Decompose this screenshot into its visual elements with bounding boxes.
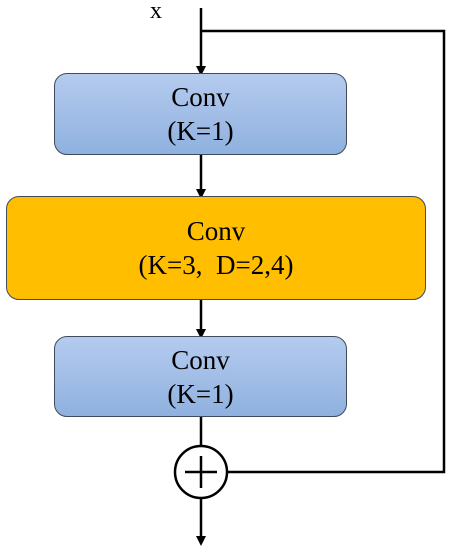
conv-block-title: Conv [171,82,230,112]
conv-block-title: Conv [186,216,246,246]
input-label-x: x [150,0,162,24]
conv-block-params: (K=1) [167,378,234,409]
skip-connection-line [201,29,446,474]
conv-block-k3-dilated: Conv (K=3, D=2,4) [6,196,426,300]
conv-block-k1-bottom: Conv (K=1) [54,336,347,417]
conv-block-params: (K=1) [167,116,234,146]
conv-block-k1-top: Conv (K=1) [54,73,347,155]
conv-block-params: (K=3, D=2,4) [138,250,294,280]
plus-circle-icon [173,444,229,500]
conv-block-title: Conv [171,344,230,375]
